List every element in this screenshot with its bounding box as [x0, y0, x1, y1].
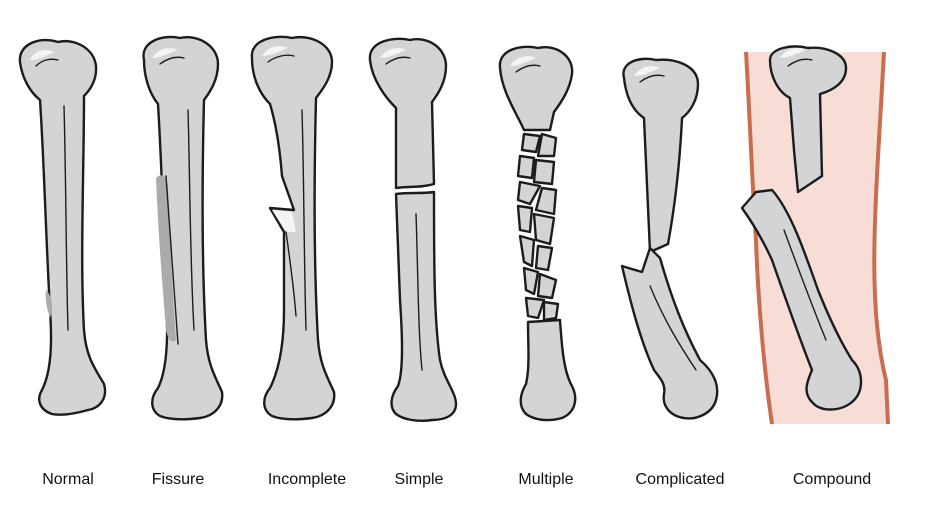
label-simple: Simple [395, 471, 444, 488]
normal-bone [18, 38, 107, 416]
compound-fracture [740, 45, 890, 425]
fissure-bone [142, 35, 224, 421]
label-normal: Normal [42, 471, 94, 488]
label-incomplete: Incomplete [268, 471, 346, 488]
incomplete-bone [250, 35, 336, 421]
simple-bone [368, 37, 458, 422]
complicated-bone [620, 57, 719, 420]
label-complicated: Complicated [636, 471, 725, 488]
label-compound: Compound [793, 471, 871, 488]
label-fissure: Fissure [152, 471, 205, 488]
label-multiple: Multiple [518, 471, 573, 488]
multiple-bone [498, 45, 577, 422]
